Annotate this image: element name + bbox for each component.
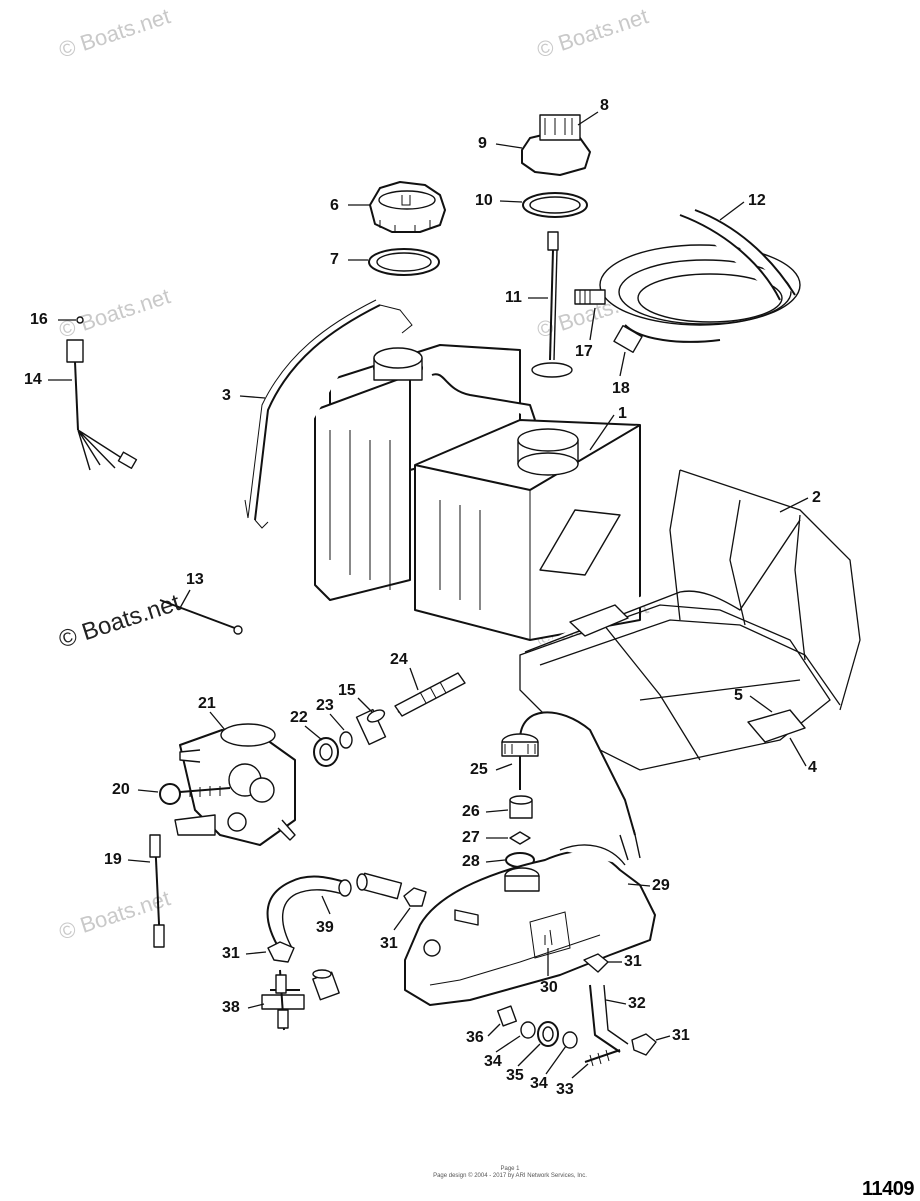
diagram-id: 11409 xyxy=(861,1178,915,1200)
fitting-cap xyxy=(312,969,340,1001)
washer xyxy=(562,1031,578,1049)
callout-1: 1 xyxy=(618,405,627,422)
pickup-tube xyxy=(531,231,573,378)
callout-36: 36 xyxy=(466,1029,484,1046)
mount-bolt xyxy=(584,1049,621,1067)
oil-tank xyxy=(314,344,641,641)
spacer xyxy=(496,1005,518,1027)
footer-line-2: Page design © 2004 - 2017 by ARI Network… xyxy=(433,1173,587,1179)
washer xyxy=(520,1021,536,1039)
callout-15: 15 xyxy=(338,682,356,699)
callout-31: 31 xyxy=(222,945,240,962)
callout-25: 25 xyxy=(470,761,488,778)
callout-16: 16 xyxy=(30,311,48,328)
tee-fitting xyxy=(261,969,305,1031)
callout-7: 7 xyxy=(330,251,339,268)
wire xyxy=(159,599,243,635)
pump-link-rod xyxy=(149,834,165,948)
hose-plug xyxy=(613,325,643,353)
page-footer: Page 1 Page design © 2004 - 2017 by ARI … xyxy=(380,1166,640,1180)
hose-clamp xyxy=(267,941,295,963)
level-sensor xyxy=(501,711,641,861)
callout-33: 33 xyxy=(556,1081,574,1098)
tank-strap xyxy=(244,299,413,529)
pump-seal xyxy=(313,737,339,767)
pump-screw xyxy=(159,783,231,805)
callout-4: 4 xyxy=(808,759,817,776)
callout-11: 11 xyxy=(505,289,522,306)
callout-39: 39 xyxy=(316,919,334,936)
callout-9: 9 xyxy=(478,135,487,152)
callout-14: 14 xyxy=(24,371,42,388)
fill-cap-gasket xyxy=(368,248,440,276)
callout-24: 24 xyxy=(390,651,408,668)
o-ring xyxy=(339,731,353,749)
callout-20: 20 xyxy=(112,781,130,798)
callout-26: 26 xyxy=(462,803,480,820)
callout-29: 29 xyxy=(652,877,670,894)
sensor-harness xyxy=(66,316,138,471)
basket-pad xyxy=(569,604,806,743)
oil-pump xyxy=(174,723,296,846)
callout-22: 22 xyxy=(290,709,308,726)
watermark: © Boats.net xyxy=(534,3,651,62)
callout-30: 30 xyxy=(540,979,558,996)
oil-reservoir xyxy=(404,844,656,1006)
callout-32: 32 xyxy=(628,995,646,1012)
callout-12: 12 xyxy=(748,192,766,209)
drive-shaft xyxy=(394,672,466,717)
grommet xyxy=(537,1021,559,1047)
sensor-float xyxy=(509,795,533,819)
callout-34: 34 xyxy=(530,1075,548,1092)
callout-31: 31 xyxy=(624,953,642,970)
callout-31: 31 xyxy=(380,935,398,952)
sender-gasket xyxy=(522,192,588,218)
callout-8: 8 xyxy=(600,97,609,114)
watermark: © Boats.net xyxy=(56,3,173,62)
watermark: © Boats.net xyxy=(56,589,184,654)
watermark: © Boats.net xyxy=(56,283,173,342)
callout-27: 27 xyxy=(462,829,480,846)
callout-17: 17 xyxy=(575,343,593,360)
elbow-hose xyxy=(589,984,629,1053)
callout-28: 28 xyxy=(462,853,480,870)
callout-35: 35 xyxy=(506,1067,524,1084)
callout-31: 31 xyxy=(672,1027,690,1044)
hose-clamp xyxy=(403,887,427,907)
callout-13: 13 xyxy=(186,571,204,588)
hose-clamp xyxy=(631,1033,657,1056)
callout-2: 2 xyxy=(812,489,821,506)
footer-line-1: Page 1 xyxy=(500,1166,520,1172)
pump-bushing xyxy=(355,708,387,746)
callout-10: 10 xyxy=(475,192,493,209)
oil-hose xyxy=(599,209,801,343)
callout-23: 23 xyxy=(316,697,334,714)
line-sleeve xyxy=(356,872,403,900)
hose-fitting xyxy=(574,289,606,305)
callout-38: 38 xyxy=(222,999,240,1016)
fill-cap xyxy=(369,181,446,233)
callout-6: 6 xyxy=(330,197,339,214)
oil-line xyxy=(266,875,352,951)
sender-cap xyxy=(521,114,591,176)
callout-19: 19 xyxy=(104,851,122,868)
callout-5: 5 xyxy=(734,687,743,704)
callout-34: 34 xyxy=(484,1053,502,1070)
retainer xyxy=(509,831,531,845)
callout-21: 21 xyxy=(198,695,216,712)
callout-18: 18 xyxy=(612,380,630,397)
callout-3: 3 xyxy=(222,387,231,404)
